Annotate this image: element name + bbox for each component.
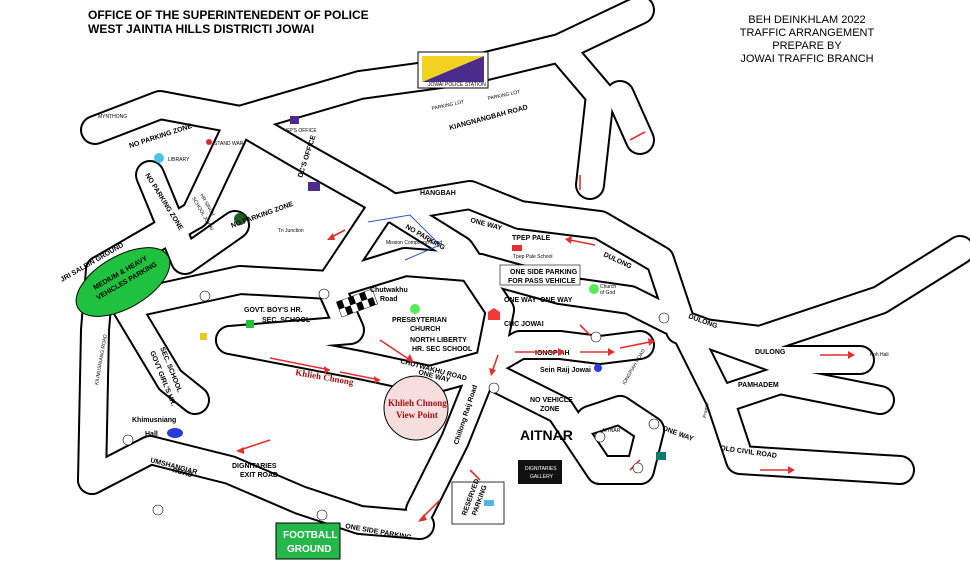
pass-parking-label-1: ONE SIDE PARKING [510, 269, 578, 276]
tpep-pale-school-marker [512, 245, 522, 251]
north-liberty-label-2: HR. SEC SCHOOL [412, 346, 473, 353]
traffic-police-icon [488, 382, 500, 394]
chutwakhu-label-2: Road [380, 296, 398, 303]
govt-boys-label-1: GOVT. BOY'S HR. [244, 307, 303, 314]
hangbah-label: HANGBAH [420, 190, 456, 197]
football-label-1: FOOTBALL [283, 530, 337, 541]
no-vehicle-label-2: ZONE [540, 406, 560, 413]
traffic-police-icon [590, 331, 602, 343]
north-liberty-label-1: NORTH LIBERTY [410, 337, 467, 344]
traffic-police-icon [632, 462, 644, 474]
aitnar-small-label: AITNAR [602, 428, 621, 434]
library-marker [154, 153, 164, 163]
reserved-parking-marker [484, 500, 494, 506]
event-title-line3: PREPARE BY [772, 40, 842, 52]
presbyterian-label-1: PRESBYTERIAN [392, 317, 447, 324]
dignitaries-gallery-label-1: DIGNITARIES [525, 466, 557, 472]
tpep-pale-label: TPEP PALE [512, 235, 551, 242]
tpep-pale-school-label: Tpep Pale School [513, 254, 552, 260]
library-label: LIBRARY [168, 157, 190, 163]
presbyterian-label-2: CHURCH [410, 326, 440, 333]
framer-label: Framer [702, 401, 711, 418]
aitnar-label: AITNAR [520, 427, 573, 443]
one-way-label-d: ONE WAY [540, 297, 573, 304]
traffic-police-icons [122, 288, 670, 521]
church-of-god-marker [589, 284, 599, 294]
dulong-label-c: DULONG [755, 349, 786, 356]
office-title-line1: OFFICE OF THE SUPERINTENEDENT OF POLICE [88, 8, 369, 22]
one-way-label-b: ONE WAY [504, 297, 537, 304]
traffic-arrows [236, 131, 855, 522]
dignitaries-gallery-box [518, 460, 562, 484]
checkered-flag-marker [336, 288, 378, 318]
chutwakhu-label-1: Chutwakhu [370, 287, 408, 294]
event-title-line1: BEH DEINKHLAM 2022 [748, 14, 866, 26]
presbyterian-marker [410, 304, 420, 314]
sp-office-label: SP'S OFFICE [286, 128, 317, 134]
mynthong-label: MYNTHONG [98, 114, 127, 120]
sp-office-marker [290, 116, 299, 124]
chc-label: CHC JOWAI [504, 321, 544, 328]
khimusniang-label-1: Khimusniang [132, 417, 176, 424]
football-ground: FOOTBALL GROUND [275, 522, 341, 560]
chc-marker [488, 308, 500, 320]
view-point-label-2: View Point [396, 410, 438, 420]
sein-raij-label: Sein Raij Jowai [540, 367, 591, 374]
no-vehicle-label-1: NO VEHICLE [530, 397, 573, 404]
khimusniang-marker [167, 428, 183, 438]
iongpiah-label: IONGPIAH [535, 350, 570, 357]
traffic-police-icon [316, 509, 328, 521]
blue-route [367, 214, 441, 261]
football-label-2: GROUND [287, 544, 331, 555]
police-station-marker: JOWAI POLICE STATION [417, 51, 489, 89]
parking-lot-label-a: PARKING LOT [431, 99, 465, 112]
sein-raij-marker [594, 364, 602, 372]
traffic-police-icon [648, 418, 660, 430]
church-of-god-label-1: Church [600, 284, 616, 290]
road-network-fill [79, 0, 970, 538]
stand-war-label: STAND WAR [214, 141, 244, 147]
hr-singh-marker [234, 213, 246, 225]
traffic-police-icon [658, 312, 670, 324]
traffic-police-icon [152, 504, 164, 516]
tri-junction-label: Tri Junction [278, 228, 304, 234]
traffic-police-icon [318, 288, 330, 300]
reserved-parking-box [451, 481, 505, 525]
govt-girls-marker [200, 333, 207, 340]
view-point: Khlieh Chnong View Point [383, 375, 449, 441]
dignitaries-exit-label-1: DIGNITARIES [232, 463, 277, 470]
one-way-label-e: ONE WAY [661, 425, 694, 443]
church-of-god-label-2: of God [600, 290, 615, 296]
mission-compound-label: Mission Compound Road [386, 240, 442, 246]
event-title-line2: TRAFFIC ARRANGEMENT [739, 27, 875, 39]
office-title-line2: WEST JAINTIA HILLS DISTRICTI JOWAI [88, 22, 315, 36]
kiang-nangbah-label: KIANGNANGBAH ROAD [449, 104, 529, 132]
khimusniang-label-2: Hall [145, 431, 158, 438]
stand-war-marker [206, 139, 212, 145]
teal-marker [656, 452, 666, 460]
traffic-police-icon [122, 434, 134, 446]
traffic-police-icon [199, 290, 211, 302]
dignitaries-exit-label-2: EXIT ROAD [240, 472, 278, 479]
govt-boys-label-2: SEC. SCHOOL [262, 317, 311, 324]
dc-office-marker [308, 182, 320, 191]
pamhadem-label: PAMHADEM [738, 382, 779, 389]
event-title-line4: JOWAI TRAFFIC BRANCH [740, 53, 874, 65]
traffic-police-icon [594, 431, 606, 443]
foh-hali-label: Foh Hali [870, 352, 889, 358]
dignitaries-gallery-label-2: GALLERY [530, 474, 554, 480]
parking-lot-label-b: PARKING LOT [487, 89, 521, 102]
govt-boys-marker [246, 320, 254, 328]
pass-parking-label-2: FOR PASS VEHICLE [508, 278, 576, 285]
pass-parking-box [499, 264, 581, 286]
view-point-label-1: Khlieh Chnong [388, 398, 447, 408]
police-station-label: JOWAI POLICE STATION [428, 82, 486, 88]
